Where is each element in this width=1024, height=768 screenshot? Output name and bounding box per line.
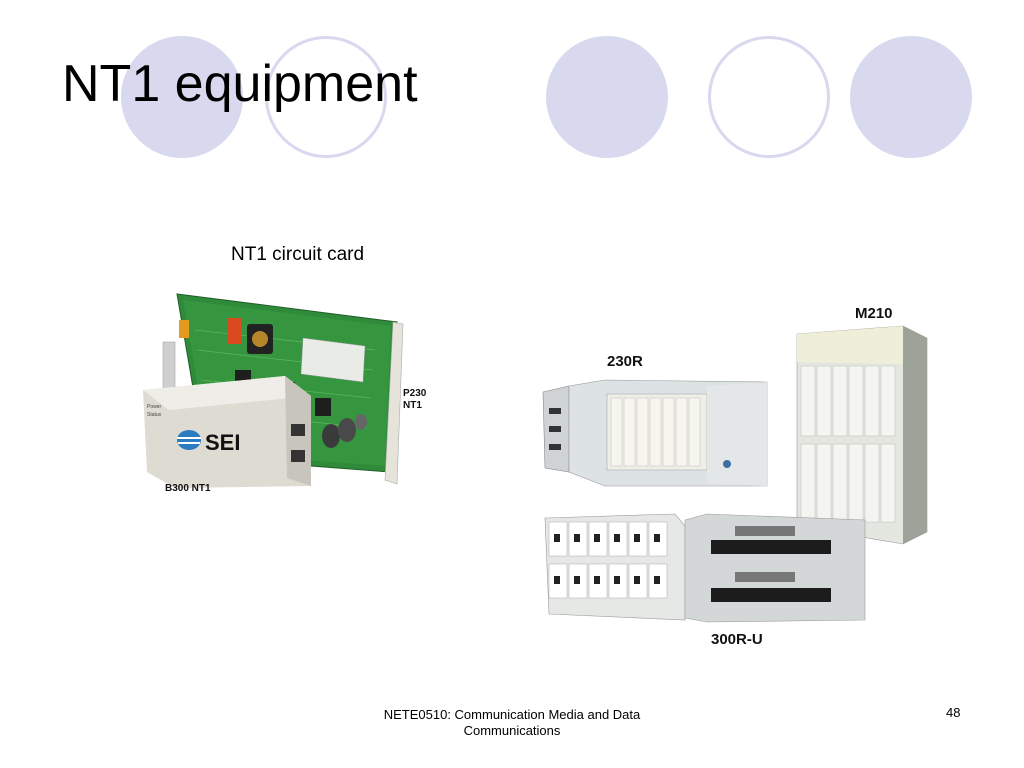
b300-label: B300 NT1: [165, 483, 211, 494]
slide-footer: NETE0510: Communication Media and Data C…: [362, 707, 662, 739]
300ru-label: 300R-U: [711, 631, 763, 648]
p230-label: P230: [403, 388, 427, 399]
decor-circle-5: [850, 36, 972, 158]
rack-equipment-photo: 230R M210: [535, 300, 935, 650]
m210-label: M210: [855, 305, 893, 322]
decor-circle-4: [708, 36, 830, 158]
led-status-label: Status: [147, 412, 162, 418]
page-number: 48: [946, 705, 961, 720]
slide-title: NT1 equipment: [62, 55, 418, 113]
sei-logo-text: SEI: [205, 430, 240, 455]
decor-circle-3: [546, 36, 668, 158]
p230-nt1-label: NT1: [403, 400, 422, 411]
decor-circle-2: [265, 36, 387, 158]
footer-line-2: Communications: [463, 723, 561, 738]
230r-label: 230R: [607, 353, 643, 370]
image-caption: NT1 circuit card: [231, 244, 365, 265]
nt1-card-photo: SEI Power Status P230 NT1 B300 NT1: [135, 290, 445, 500]
led-power-label: Power: [147, 404, 162, 410]
decor-circle-1: [121, 36, 243, 158]
footer-line-1: NETE0510: Communication Media and Data: [383, 707, 641, 722]
